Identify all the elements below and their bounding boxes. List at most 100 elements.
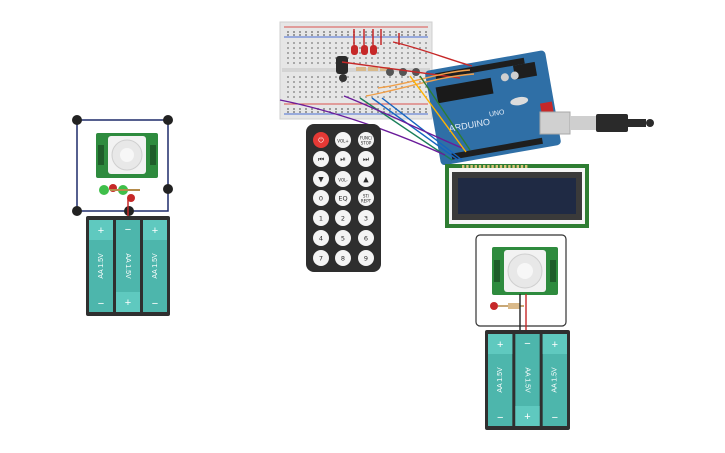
remote-button-label: ST/ — [363, 194, 370, 199]
battery-cell-label: AA 1.5V — [98, 253, 105, 279]
remote-button-label: STOP — [361, 141, 372, 146]
right-pir-frame — [475, 234, 567, 327]
remote-button-label: VOL- — [338, 177, 348, 182]
remote-button[interactable] — [358, 190, 374, 206]
left-led-red-2 — [127, 194, 135, 202]
battery-cell-cap — [89, 220, 113, 240]
remote-button[interactable] — [335, 250, 351, 266]
battery-cell-cap — [143, 220, 167, 240]
battery-cell-cap — [488, 334, 513, 354]
battery-cell-cap — [515, 406, 540, 426]
left-pir-label-strip — [98, 145, 104, 165]
arduino-cap-1 — [500, 73, 509, 82]
lcd-pins — [462, 165, 528, 168]
wires — [279, 41, 475, 161]
breadboard-resistors — [356, 67, 390, 71]
remote-button[interactable] — [358, 151, 374, 167]
remote-button-label: 8 — [341, 254, 345, 262]
battery-cell-label: AA 1.5V — [497, 367, 504, 393]
battery-cell-label: AA 1.5V — [152, 253, 159, 279]
right-battery-pack[interactable]: +−AA 1.5V+−AA 1.5V+−AA 1.5V — [485, 330, 570, 430]
remote-button-label: 0 — [319, 194, 323, 202]
remote-button[interactable] — [313, 210, 329, 226]
battery-plus: + — [524, 411, 530, 423]
battery-plus: + — [125, 297, 131, 309]
remote-button[interactable] — [313, 190, 329, 206]
left-pir-assembly[interactable] — [72, 115, 173, 218]
remote-button-label: 4 — [319, 234, 323, 242]
left-pir-label-strip-2 — [150, 145, 156, 165]
handle-bc[interactable] — [124, 206, 134, 216]
play-pause-icon: ⏯ — [340, 155, 346, 163]
left-pir-dome-center — [120, 148, 134, 162]
down-icon: ▼ — [318, 175, 324, 183]
remote-button-label: 6 — [364, 234, 368, 242]
left-selection-box — [76, 119, 169, 212]
arduino-uno[interactable]: ARDUINO UNO — [425, 50, 654, 166]
battery-minus: − — [98, 298, 104, 310]
remote-button[interactable] — [358, 250, 374, 266]
battery-plus: + — [98, 225, 104, 237]
usb-cable-end — [646, 119, 654, 127]
remote-button-label: EQ — [338, 194, 347, 202]
ir-receiver-lens — [339, 74, 347, 82]
lcd-display[interactable] — [445, 164, 589, 228]
remote-button[interactable] — [313, 132, 329, 148]
left-led-green — [99, 185, 109, 195]
arduino-board — [425, 50, 561, 166]
remote-button[interactable] — [358, 171, 374, 187]
usb-shell — [570, 116, 596, 130]
left-battery-pack[interactable]: +−AA 1.5V+−AA 1.5V+−AA 1.5V — [86, 216, 170, 316]
remote-button[interactable] — [358, 132, 374, 148]
lcd-screen — [458, 178, 576, 214]
arduino-cap-2 — [510, 71, 519, 80]
remote-button[interactable] — [313, 171, 329, 187]
battery-minus: − — [497, 412, 503, 424]
remote-button[interactable] — [313, 151, 329, 167]
usb-cable-plug[interactable] — [596, 114, 628, 132]
right-pir-label-strip-2 — [550, 260, 556, 282]
remote-button-label: VOL+ — [337, 138, 348, 143]
remote-button[interactable] — [335, 132, 351, 148]
remote-button[interactable] — [313, 250, 329, 266]
remote-button-label: 7 — [319, 254, 323, 262]
remote-button[interactable] — [335, 151, 351, 167]
remote-button[interactable] — [335, 230, 351, 246]
remote-button[interactable] — [358, 210, 374, 226]
handle-bl[interactable] — [72, 206, 82, 216]
handle-br[interactable] — [163, 184, 173, 194]
right-pir-assembly[interactable] — [475, 234, 567, 332]
pushbutton-1[interactable] — [386, 68, 394, 76]
arduino-model-label: UNO — [489, 109, 506, 119]
right-pir-label-strip — [494, 260, 500, 282]
usb-cable — [628, 119, 646, 127]
handle-tr[interactable] — [163, 115, 173, 125]
battery-cell-cap — [116, 292, 140, 312]
remote-button-label: 5 — [341, 234, 345, 242]
handle-tl[interactable] — [72, 115, 82, 125]
remote-button-label: 1 — [319, 214, 323, 222]
remote-button-label: 9 — [364, 254, 368, 262]
battery-cell-label: AA 1.5V — [124, 253, 131, 279]
battery-minus: − — [552, 412, 558, 424]
arduino-power-jack — [512, 61, 538, 80]
remote-button[interactable] — [358, 230, 374, 246]
remote-button-label: 2 — [341, 214, 345, 222]
up-icon: ▲ — [363, 175, 369, 183]
remote-button[interactable] — [335, 171, 351, 187]
power-icon: ⏻ — [318, 136, 324, 144]
remote-button[interactable] — [335, 210, 351, 226]
battery-minus: − — [524, 338, 530, 350]
remote-button[interactable] — [313, 230, 329, 246]
arduino-header-bottom — [451, 137, 543, 160]
remote-button-label: FUNC/ — [360, 136, 373, 141]
battery-cell-cap — [542, 334, 567, 354]
battery-cell-label: AA 1.5V — [552, 367, 559, 393]
remote-button[interactable] — [335, 190, 351, 206]
battery-plus: + — [497, 339, 503, 351]
remote-button-label: REPT — [361, 199, 372, 204]
right-resistor-body — [508, 303, 520, 309]
